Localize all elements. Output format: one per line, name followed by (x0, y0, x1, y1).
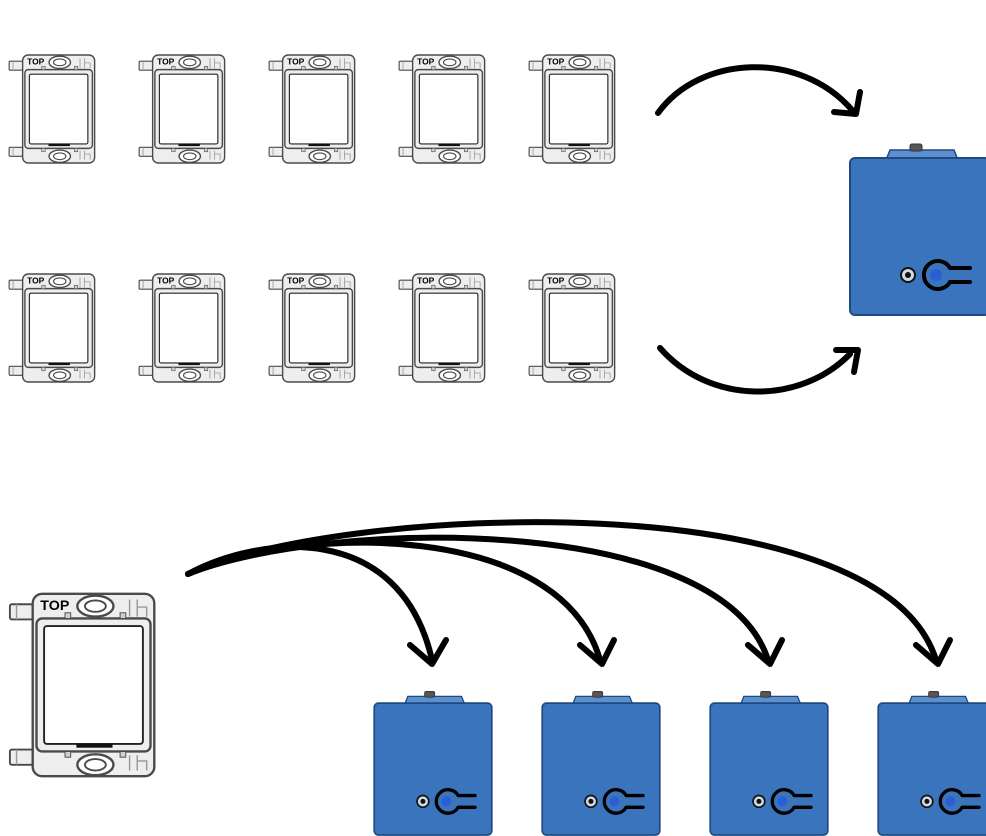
wall-switch-icon (7, 591, 157, 779)
arrowhead-icon (577, 637, 617, 667)
arrowhead-icon (831, 89, 863, 117)
wall-switch-icon (267, 272, 356, 384)
blue-hub-device-icon (876, 689, 986, 836)
blue-hub-device-icon (708, 689, 830, 836)
curved-arrow-icon (185, 534, 771, 663)
arrowhead-icon (745, 637, 785, 667)
wall-switch-icon (397, 272, 486, 384)
blue-hub-device-icon (372, 689, 494, 836)
wall-switch-icon (7, 53, 96, 165)
curved-arrow-icon (657, 345, 853, 395)
wall-switch-icon (397, 53, 486, 165)
wall-switch-icon (137, 272, 226, 384)
wall-switch-icon (137, 53, 226, 165)
arrowhead-icon (407, 637, 449, 667)
blue-hub-device-icon (540, 689, 662, 836)
arrowhead-icon (913, 637, 953, 667)
wall-switch-icon (527, 272, 616, 384)
wall-switch-icon (527, 53, 616, 165)
wall-switch-icon (7, 272, 96, 384)
curved-arrow-icon (185, 539, 603, 663)
curved-arrow-icon (185, 519, 939, 663)
blue-hub-device-icon (848, 142, 986, 317)
wall-switch-icon (267, 53, 356, 165)
arrowhead-icon (833, 347, 861, 375)
curved-arrow-icon (655, 64, 855, 116)
